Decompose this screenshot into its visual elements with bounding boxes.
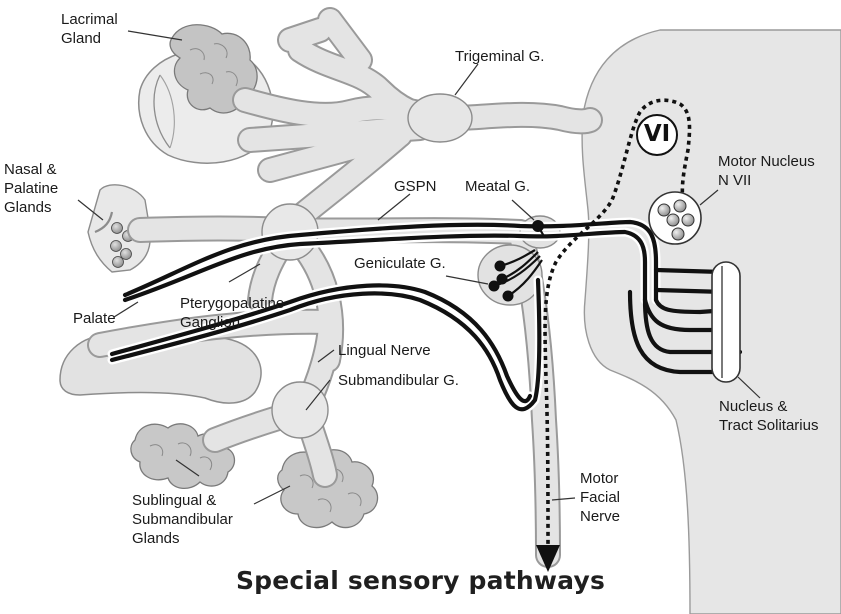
label-line: Geniculate G.	[354, 254, 446, 273]
submandibular-ganglion-bulb	[272, 382, 328, 438]
label-sublingual-submandibular-glands: Sublingual & Submandibular Glands	[132, 491, 233, 548]
nucleus-tract-solitarius	[712, 262, 740, 382]
label-line: Nasal &	[4, 160, 58, 179]
label-motor-facial-nerve: Motor Facial Nerve	[580, 469, 620, 526]
label-line: Nucleus &	[719, 397, 818, 416]
label-line: Lingual Nerve	[338, 341, 431, 360]
label-line: Ganglion	[180, 313, 284, 332]
label-line: Palatine	[4, 179, 58, 198]
label-line: N VII	[718, 171, 815, 190]
label-line: Motor Nucleus	[718, 152, 815, 171]
label-line: Trigeminal G.	[455, 47, 544, 66]
nucleus-vi-label: VI	[635, 121, 679, 147]
label-pterygopalatine-ganglion: Pterygopalatine Ganglion	[180, 294, 284, 332]
label-line: Tract Solitarius	[719, 416, 818, 435]
label-line: GSPN	[394, 177, 437, 196]
label-trigeminal-ganglion: Trigeminal G.	[455, 47, 544, 66]
label-line: Meatal G.	[465, 177, 530, 196]
label-line: Motor	[580, 469, 620, 488]
label-submandibular-ganglion: Submandibular G.	[338, 371, 459, 390]
label-line: Glands	[132, 529, 233, 548]
label-line: Pterygopalatine	[180, 294, 284, 313]
label-meatal-ganglion: Meatal G.	[465, 177, 530, 196]
label-line: Palate	[73, 309, 116, 328]
label-lacrimal-gland: Lacrimal Gland	[61, 10, 118, 48]
label-gspn: GSPN	[394, 177, 437, 196]
label-lingual-nerve: Lingual Nerve	[338, 341, 431, 360]
label-line: Sublingual &	[132, 491, 233, 510]
label-line: Gland	[61, 29, 118, 48]
leader-trigeminal	[455, 64, 478, 95]
label-nucleus-tract-solitarius: Nucleus & Tract Solitarius	[719, 397, 818, 435]
label-line: Glands	[4, 198, 58, 217]
leader-meatal	[512, 200, 534, 220]
label-line: Facial	[580, 488, 620, 507]
motor-nucleus-vii	[649, 192, 701, 244]
label-palate: Palate	[73, 309, 116, 328]
label-motor-nucleus-vii: Motor Nucleus N VII	[718, 152, 815, 190]
label-line: Submandibular G.	[338, 371, 459, 390]
label-line: Lacrimal	[61, 10, 118, 29]
label-line: Nerve	[580, 507, 620, 526]
trigeminal-ganglion-bulb	[408, 94, 472, 142]
label-geniculate-ganglion: Geniculate G.	[354, 254, 446, 273]
figure-caption: Special sensory pathways	[0, 566, 841, 595]
leader-gspn	[378, 194, 410, 220]
label-nasal-palatine-glands: Nasal & Palatine Glands	[4, 160, 58, 217]
label-line: Submandibular	[132, 510, 233, 529]
